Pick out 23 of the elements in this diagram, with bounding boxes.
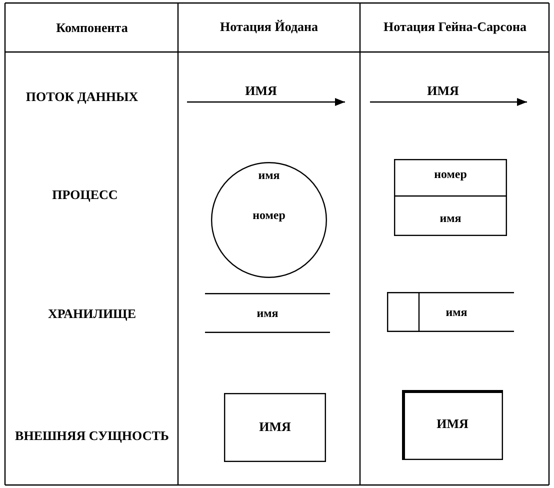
flow-name-text: ИМЯ [245,83,277,99]
name-text: имя [258,168,280,182]
number-text: номер [434,167,467,181]
flow-name-text: ИМЯ [427,83,459,99]
column-header: Нотация Йодана [220,19,318,35]
name-text: имя [446,305,468,319]
external-entity-box [224,393,326,462]
row-header: ВНЕШНЯЯ СУЩНОСТЬ [15,428,169,444]
number-text: номер [252,208,286,222]
data-store [387,292,514,332]
name-text: имя [256,306,278,320]
column-header: Нотация Гейна-Сарсона [384,19,526,35]
external-entity-box [402,390,503,460]
row-header: ХРАНИЛИЩЕ [48,306,136,322]
row-header: ПОТОК ДАННЫХ [26,89,138,105]
name-text: имя [440,211,462,225]
data-store [205,293,330,333]
process-box [394,159,507,236]
process-circle [211,162,327,278]
name-text: ИМЯ [259,419,291,434]
row-header: ПРОЦЕСС [52,187,118,203]
name-text: ИМЯ [436,416,468,431]
column-header: Компонента [56,20,128,36]
